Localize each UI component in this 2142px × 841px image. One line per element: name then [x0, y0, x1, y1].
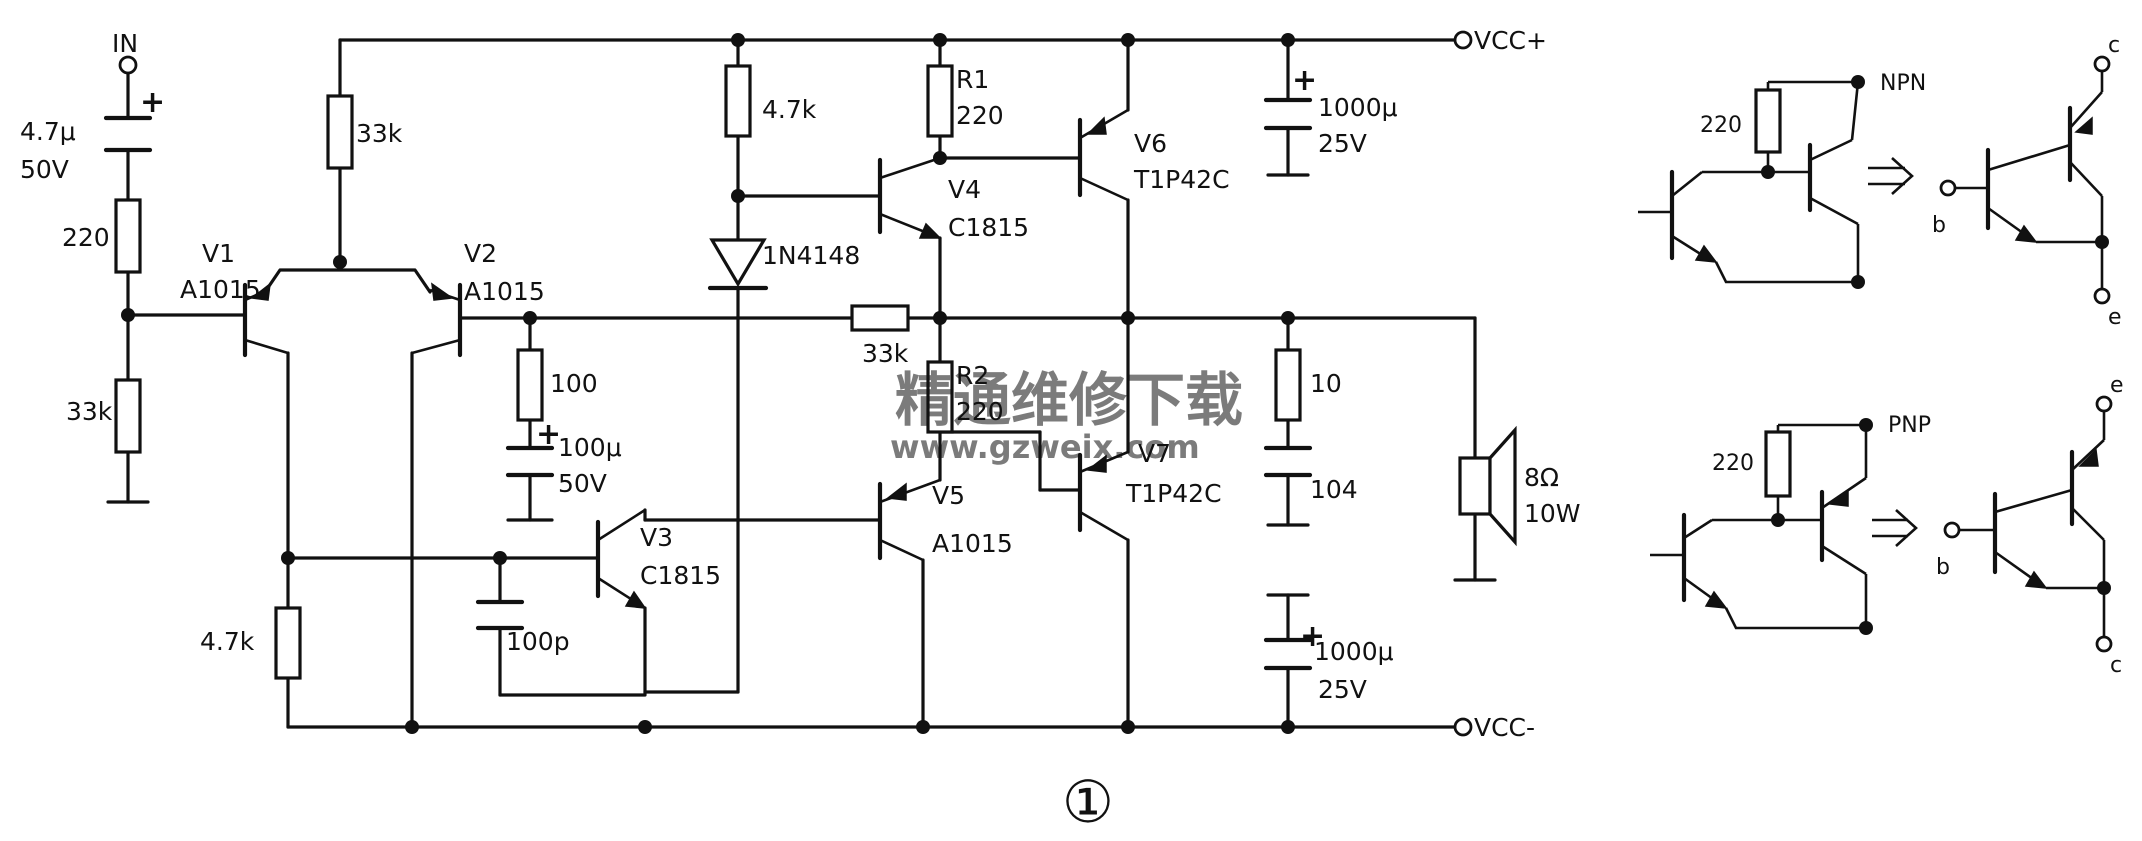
transistor-v1: [242, 282, 289, 358]
r-tail-value: 33k: [356, 119, 403, 148]
transistor-v5: [877, 478, 941, 562]
v2-ref: V2: [464, 239, 497, 268]
c-rail-neg-rating: 25V: [1318, 675, 1367, 704]
speaker-icon: [1458, 425, 1517, 547]
pnp-b-label: b: [1936, 555, 1950, 580]
watermark-title: 精通维修下载: [895, 366, 1243, 434]
transistor-v2: [411, 282, 463, 358]
pnp-e-label: e: [2110, 373, 2124, 398]
vcc-negative-label: VCC-: [1474, 713, 1535, 742]
npn-type-label: NPN: [1880, 71, 1926, 96]
r-feedback-value: 33k: [862, 339, 909, 368]
v2-part: A1015: [464, 277, 545, 306]
component-labels: 4.7μ 50V 220 33k 33k 4.7k 4.7k 1N4148 33…: [20, 65, 1581, 704]
r2-value: 220: [956, 397, 1004, 426]
v7-part: T1P42C: [1125, 479, 1222, 508]
pnp-resistor-label: 220: [1712, 451, 1754, 476]
npn-b-label: b: [1932, 213, 1946, 238]
watermark: 精通维修下载 www.gzweix.com: [890, 366, 1243, 466]
c-zobel-value: 104: [1310, 475, 1358, 504]
v1-ref: V1: [202, 239, 235, 268]
r-in-series-value: 220: [62, 223, 110, 252]
v3-part: C1815: [640, 561, 721, 590]
diode-label: 1N4148: [762, 241, 860, 270]
transistor-v3: [595, 508, 647, 610]
transistor-v6: [1077, 108, 1129, 202]
c-rail-pos-rating: 25V: [1318, 129, 1367, 158]
v6-part: T1P42C: [1133, 165, 1230, 194]
v6-ref: V6: [1134, 129, 1167, 158]
input-label: IN: [112, 29, 138, 58]
pnp-c-label: c: [2110, 653, 2122, 678]
v4-ref: V4: [948, 175, 981, 204]
svg-text:+: +: [1300, 619, 1325, 654]
rail-terminals: VCC+ VCC- IN: [112, 26, 1547, 742]
r1-ref: R1: [956, 65, 989, 94]
vcc-positive-label: VCC+: [1474, 26, 1547, 55]
c-in-rating: 50V: [20, 155, 69, 184]
watermark-url: www.gzweix.com: [890, 428, 1200, 466]
figure-label: ①: [1062, 768, 1114, 836]
wires: [106, 38, 1497, 734]
v5-part: A1015: [932, 529, 1013, 558]
v5-ref: V5: [932, 481, 965, 510]
diode-1n4148: [707, 238, 769, 291]
pnp-type-label: PNP: [1888, 413, 1931, 438]
speaker-power: 10W: [1524, 499, 1581, 528]
svg-text:+: +: [1292, 63, 1317, 98]
c-fb-value: 100μ: [558, 433, 622, 462]
r1-value: 220: [956, 101, 1004, 130]
npn-resistor-label: 220: [1700, 113, 1742, 138]
resistors: [114, 64, 1302, 680]
r-gnd-fb-value: 100: [550, 369, 598, 398]
r-vas-load-value: 4.7k: [762, 95, 817, 124]
npn-e-label: e: [2108, 305, 2122, 330]
r-in-bias-value: 33k: [66, 397, 113, 426]
svg-text:+: +: [140, 85, 165, 120]
capacitors: + + + +: [103, 63, 1325, 671]
r-v1-load-value: 4.7k: [200, 627, 255, 656]
transistor-v7: [1077, 450, 1129, 542]
c-in-value: 4.7μ: [20, 117, 76, 146]
npn-c-label: c: [2108, 33, 2120, 58]
r-zobel-value: 10: [1310, 369, 1342, 398]
v4-part: C1815: [948, 213, 1029, 242]
v7-ref: V7: [1138, 439, 1171, 468]
r2-ref: R2: [956, 361, 989, 390]
speaker-impedance: 8Ω: [1524, 463, 1559, 492]
c-comp-value: 100p: [506, 627, 570, 656]
junctions: [121, 33, 1295, 734]
c-fb-rating: 50V: [558, 469, 607, 498]
c-rail-pos-value: 1000μ: [1318, 93, 1398, 122]
c-rail-neg-value: 1000μ: [1314, 637, 1394, 666]
svg-text:+: +: [536, 417, 561, 452]
pnp-equivalent: PNP 220 e b c: [1650, 373, 2124, 678]
npn-equivalent: NPN 220 c b e: [1638, 33, 2122, 330]
v1-part: A1015: [180, 275, 261, 304]
v3-ref: V3: [640, 523, 673, 552]
transistor-v4: [877, 156, 942, 240]
